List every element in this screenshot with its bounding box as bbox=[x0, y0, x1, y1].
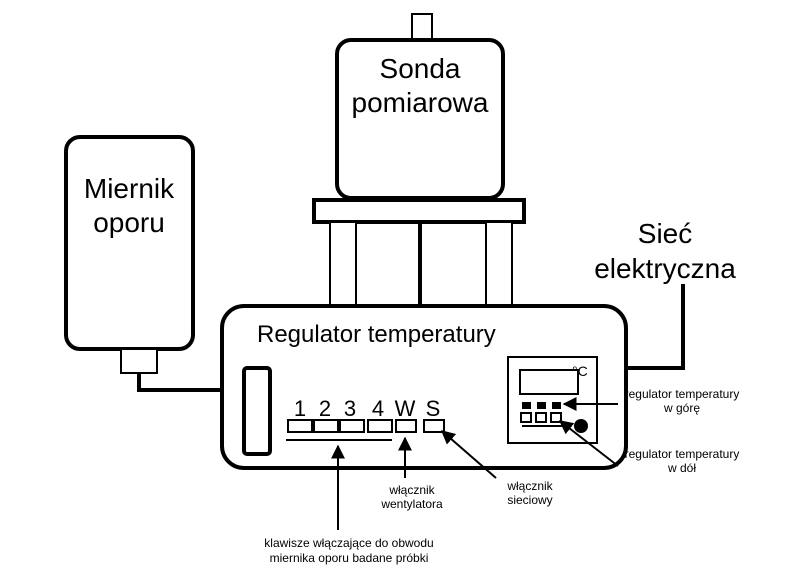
probe-stand-plate bbox=[312, 198, 526, 224]
sample-key-1[interactable] bbox=[287, 419, 313, 433]
temp-up-label-line1: regulator temperatury bbox=[625, 387, 740, 401]
key-label-s: S bbox=[426, 396, 441, 421]
meter-connector bbox=[120, 348, 158, 374]
meter-label-line2: oporu bbox=[93, 207, 165, 238]
mains-cable bbox=[626, 284, 685, 370]
sample-key-3[interactable] bbox=[339, 419, 365, 433]
fan-switch-label-line1: włącznik bbox=[388, 483, 435, 497]
probe-stand-leg-right bbox=[485, 221, 513, 307]
power-switch-label-line1: włącznik bbox=[506, 479, 553, 493]
key-label-4: 4 bbox=[372, 396, 384, 421]
sample-key-4[interactable] bbox=[367, 419, 393, 433]
temp-up-label-line2: w górę bbox=[663, 401, 700, 415]
temp-up-button[interactable] bbox=[552, 402, 561, 409]
mains-label-line1: Sieć bbox=[638, 218, 692, 249]
controller-button-top-2[interactable] bbox=[537, 402, 546, 409]
temp-down-label-line2: w dół bbox=[667, 461, 696, 475]
sample-key-2[interactable] bbox=[313, 419, 339, 433]
fan-switch-label-line2: wentylatora bbox=[380, 497, 443, 511]
temp-down-label-line1: regulator temperatury bbox=[625, 447, 740, 461]
meter-label-line1: Miernik bbox=[84, 173, 175, 204]
regulator-title: Regulator temperatury bbox=[257, 321, 496, 348]
fan-switch[interactable] bbox=[395, 419, 417, 433]
controller-indicator-dot bbox=[574, 419, 588, 433]
sample-keys-label-line1: klawisze włączające do obwodu bbox=[264, 536, 433, 550]
probe-stand-leg-left bbox=[329, 221, 357, 307]
resistance-meter-body bbox=[64, 135, 195, 351]
temperature-display bbox=[519, 369, 579, 395]
power-switch-arrow bbox=[440, 430, 497, 479]
controller-bar bbox=[522, 425, 562, 427]
controller-button-bottom-2[interactable] bbox=[535, 412, 547, 423]
meter-cable bbox=[137, 373, 246, 392]
display-unit: °C bbox=[572, 363, 588, 379]
key-label-2: 2 bbox=[319, 396, 331, 421]
probe-connector bbox=[411, 13, 433, 43]
key-label-3: 3 bbox=[344, 396, 356, 421]
probe-label-line1: Sonda bbox=[380, 53, 461, 84]
power-switch-label-line2: sieciowy bbox=[507, 493, 552, 507]
key-label-1: 1 bbox=[294, 396, 306, 421]
mains-label-line2: elektryczna bbox=[594, 253, 736, 284]
temp-down-arrow bbox=[558, 420, 619, 467]
power-switch[interactable] bbox=[423, 419, 445, 433]
temp-down-button[interactable] bbox=[550, 412, 562, 423]
probe-label-line2: pomiarowa bbox=[352, 87, 489, 118]
meter-input-socket bbox=[242, 366, 272, 456]
sample-keys-label-line2: miernika oporu badane próbki bbox=[270, 551, 429, 565]
controller-button-top-1[interactable] bbox=[522, 402, 531, 409]
controller-button-bottom-1[interactable] bbox=[520, 412, 532, 423]
key-label-w: W bbox=[395, 396, 416, 421]
